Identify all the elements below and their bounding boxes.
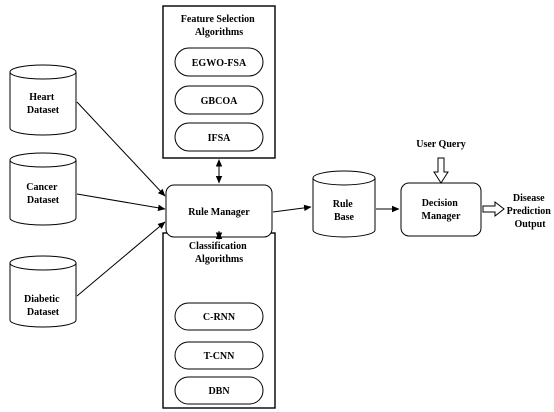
heart-to-rule-manager-arrow [76,101,166,197]
diabetic-dataset-cylinder [9,255,77,328]
cancer-dataset: Cancer Dataset [9,152,77,226]
decision-manager-label: Decision Manager [422,198,461,222]
ifsa-node [174,122,264,152]
dbn-node [174,376,264,405]
t-cnn-node [174,341,264,370]
c-rnn-node [174,302,264,331]
decision-manager-box [400,182,482,237]
rule-base-cylinder [312,170,376,238]
egwo-fsa-label: EGWO-FSA [192,58,247,69]
gbcoa-node [174,85,264,115]
decision-manager: Decision Manager [400,182,482,237]
heart-dataset: Heart Dataset [9,64,77,136]
classification-group: Classification Algorithms C-RNN T-CNN DB… [162,232,276,409]
rule-manager-label: Rule Manager [188,207,250,218]
user-query-label: User Query [416,139,466,150]
feature-selection-group: Feature Selection Algorithms EGWO-FSA GB… [162,5,276,159]
classification-title: Classification Algorithms [189,241,249,265]
heart-dataset-cylinder [9,64,77,136]
diabetic-dataset: Diabetic Dataset [9,255,77,328]
cancer-dataset-label: Cancer Dataset [26,182,59,206]
diabetic-to-rule-manager-arrow [76,221,166,297]
rule-manager-to-rule-base-arrow [272,204,312,213]
ifsa-label: IFSA [208,133,232,144]
t-cnn-label: T-CNN [204,351,236,362]
cancer-to-rule-manager-arrow [76,193,166,211]
output-arrow [482,200,505,218]
feature-selection-title: Feature Selection Algorithms [181,14,257,38]
dbn-label: DBN [208,386,230,397]
diabetic-dataset-label: Diabetic Dataset [24,294,62,318]
c-rnn-label: C-RNN [203,312,236,323]
user-query-arrow [433,157,449,184]
rule-manager: Rule Manager [165,184,273,238]
heart-dataset-label: Heart Dataset [27,92,60,116]
rule-base-label: Rule Base [333,199,356,223]
egwo-fsa-node [174,47,264,77]
gbcoa-label: GBCOA [201,96,238,107]
cancer-dataset-cylinder [9,152,77,226]
rule-base: Rule Base [312,170,376,238]
disease-prediction-output-label: Disease Prediction Output [507,193,554,230]
